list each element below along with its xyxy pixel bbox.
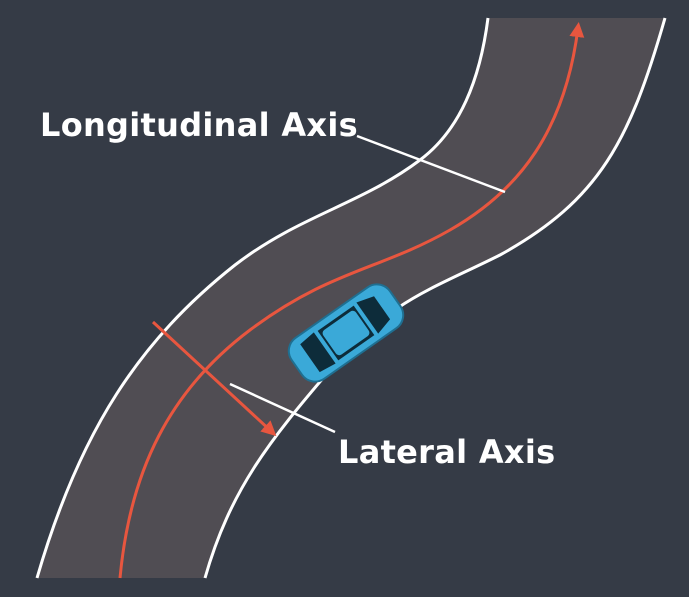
longitudinal-leader-line	[356, 134, 506, 194]
lateral-leader-line	[229, 382, 336, 434]
car	[287, 283, 405, 383]
road-edge-left	[35, 17, 490, 579]
lateral-axis-label: Lateral Axis	[338, 433, 556, 471]
car-windshield	[356, 296, 391, 334]
lateral-axis-arrow	[151, 320, 277, 437]
car-rear-window	[300, 332, 336, 373]
road-edge-right	[203, 17, 667, 579]
longitudinal-axis-arrow	[118, 22, 585, 579]
longitudinal-axis-label: Longitudinal Axis	[40, 106, 358, 144]
